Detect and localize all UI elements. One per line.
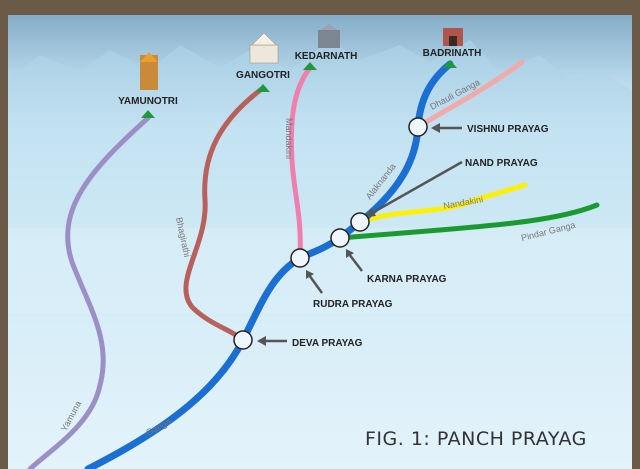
shrine-badrinath[interactable]: BADRINATH — [423, 28, 482, 68]
bhagirathi-river — [183, 85, 266, 343]
nandakini-river — [357, 182, 528, 225]
confluence-rudra-prayag[interactable] — [290, 248, 310, 268]
karna-prayag-label: KARNA PRAYAG — [367, 274, 447, 285]
deva-prayag-label: DEVA PRAYAG — [292, 338, 363, 349]
confluence-nand-prayag[interactable] — [350, 212, 370, 232]
arrow-karna — [348, 253, 363, 272]
temple-icon — [318, 30, 340, 48]
nand-prayag-label: NAND PRAYAG — [465, 158, 538, 169]
shrine-kedarnath[interactable]: KEDARNATH — [295, 24, 358, 70]
confluence-karna-prayag[interactable] — [330, 228, 350, 248]
confluence-deva-prayag[interactable] — [233, 330, 253, 350]
shrine-label: BADRINATH — [423, 48, 482, 59]
pindar-ganga-river — [337, 202, 600, 241]
figure-caption: FIG. 1: PANCH PRAYAG — [365, 428, 587, 450]
peak-marker-icon — [141, 110, 155, 118]
shrine-label: KEDARNATH — [295, 51, 358, 62]
peak-marker-icon — [303, 62, 317, 70]
shrine-label: YAMUNOTRI — [118, 96, 178, 107]
mountains — [8, 15, 632, 90]
dhauli-ganga-river — [415, 59, 525, 130]
arrow-rudra — [307, 274, 324, 294]
shrine-label: GANGOTRI — [236, 70, 290, 81]
ganga-river — [84, 336, 247, 469]
shrine-yamunotri[interactable]: YAMUNOTRI — [118, 52, 178, 118]
vishnu-prayag-label: VISHNU PRAYAG — [467, 124, 549, 135]
mandakini-river — [288, 65, 313, 261]
arrow-nand — [371, 160, 463, 215]
peak-marker-icon — [256, 84, 270, 92]
temple-icon — [249, 44, 279, 64]
mandakini-label: Mandakini — [284, 118, 294, 159]
peak-marker-icon — [443, 60, 457, 68]
shrine-gangotri[interactable]: GANGOTRI — [236, 32, 290, 92]
temple-icon — [140, 55, 158, 90]
band — [8, 228, 632, 313]
confluence-vishnu-prayag[interactable] — [408, 117, 428, 137]
yamuna-river — [27, 115, 151, 469]
rudra-prayag-label: RUDRA PRAYAG — [313, 299, 393, 310]
